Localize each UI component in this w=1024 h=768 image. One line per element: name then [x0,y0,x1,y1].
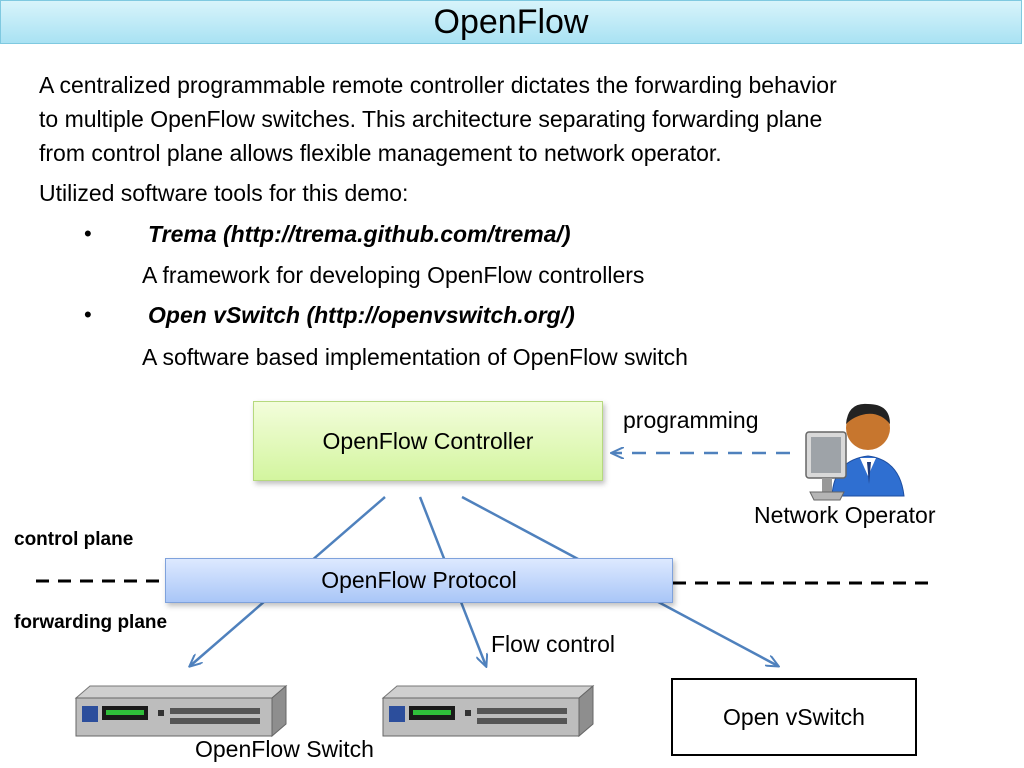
network-operator-icon [805,403,905,501]
page-title: OpenFlow [433,2,589,41]
tools-heading: Utilized software tools for this demo: [39,180,409,206]
intro-line-3: from control plane allows flexible manag… [39,140,722,166]
programming-label: programming [623,407,759,433]
openflow-controller-box: OpenFlow Controller [253,401,603,481]
network-switch-icon [74,684,288,738]
flow-control-label: Flow control [491,631,615,657]
tool-name-ovs: Open vSwitch (http://openvswitch.org/) [148,302,575,328]
open-vswitch-box: Open vSwitch [671,678,917,756]
tool-desc-trema: A framework for developing OpenFlow cont… [142,262,645,288]
bullet-icon: • [84,221,92,246]
protocol-label: OpenFlow Protocol [321,567,517,593]
open-vswitch-label: Open vSwitch [723,703,865,730]
intro-line-1: A centralized programmable remote contro… [39,72,837,98]
forwarding-plane-label: forwarding plane [14,612,168,633]
openflow-switch-label: OpenFlow Switch [195,736,374,762]
tool-desc-ovs: A software based implementation of OpenF… [142,344,688,370]
intro-line-2: to multiple OpenFlow switches. This arch… [39,106,823,132]
title-bar: OpenFlow [0,0,1022,44]
network-operator-label: Network Operator [754,502,936,528]
control-plane-label: control plane [14,529,134,550]
controller-label: OpenFlow Controller [322,427,534,454]
tool-name-trema: Trema (http://trema.github.com/trema/) [148,221,571,247]
network-switch-icon [381,684,595,738]
bullet-icon: • [84,302,92,327]
openflow-protocol-box: OpenFlow Protocol [165,558,673,603]
